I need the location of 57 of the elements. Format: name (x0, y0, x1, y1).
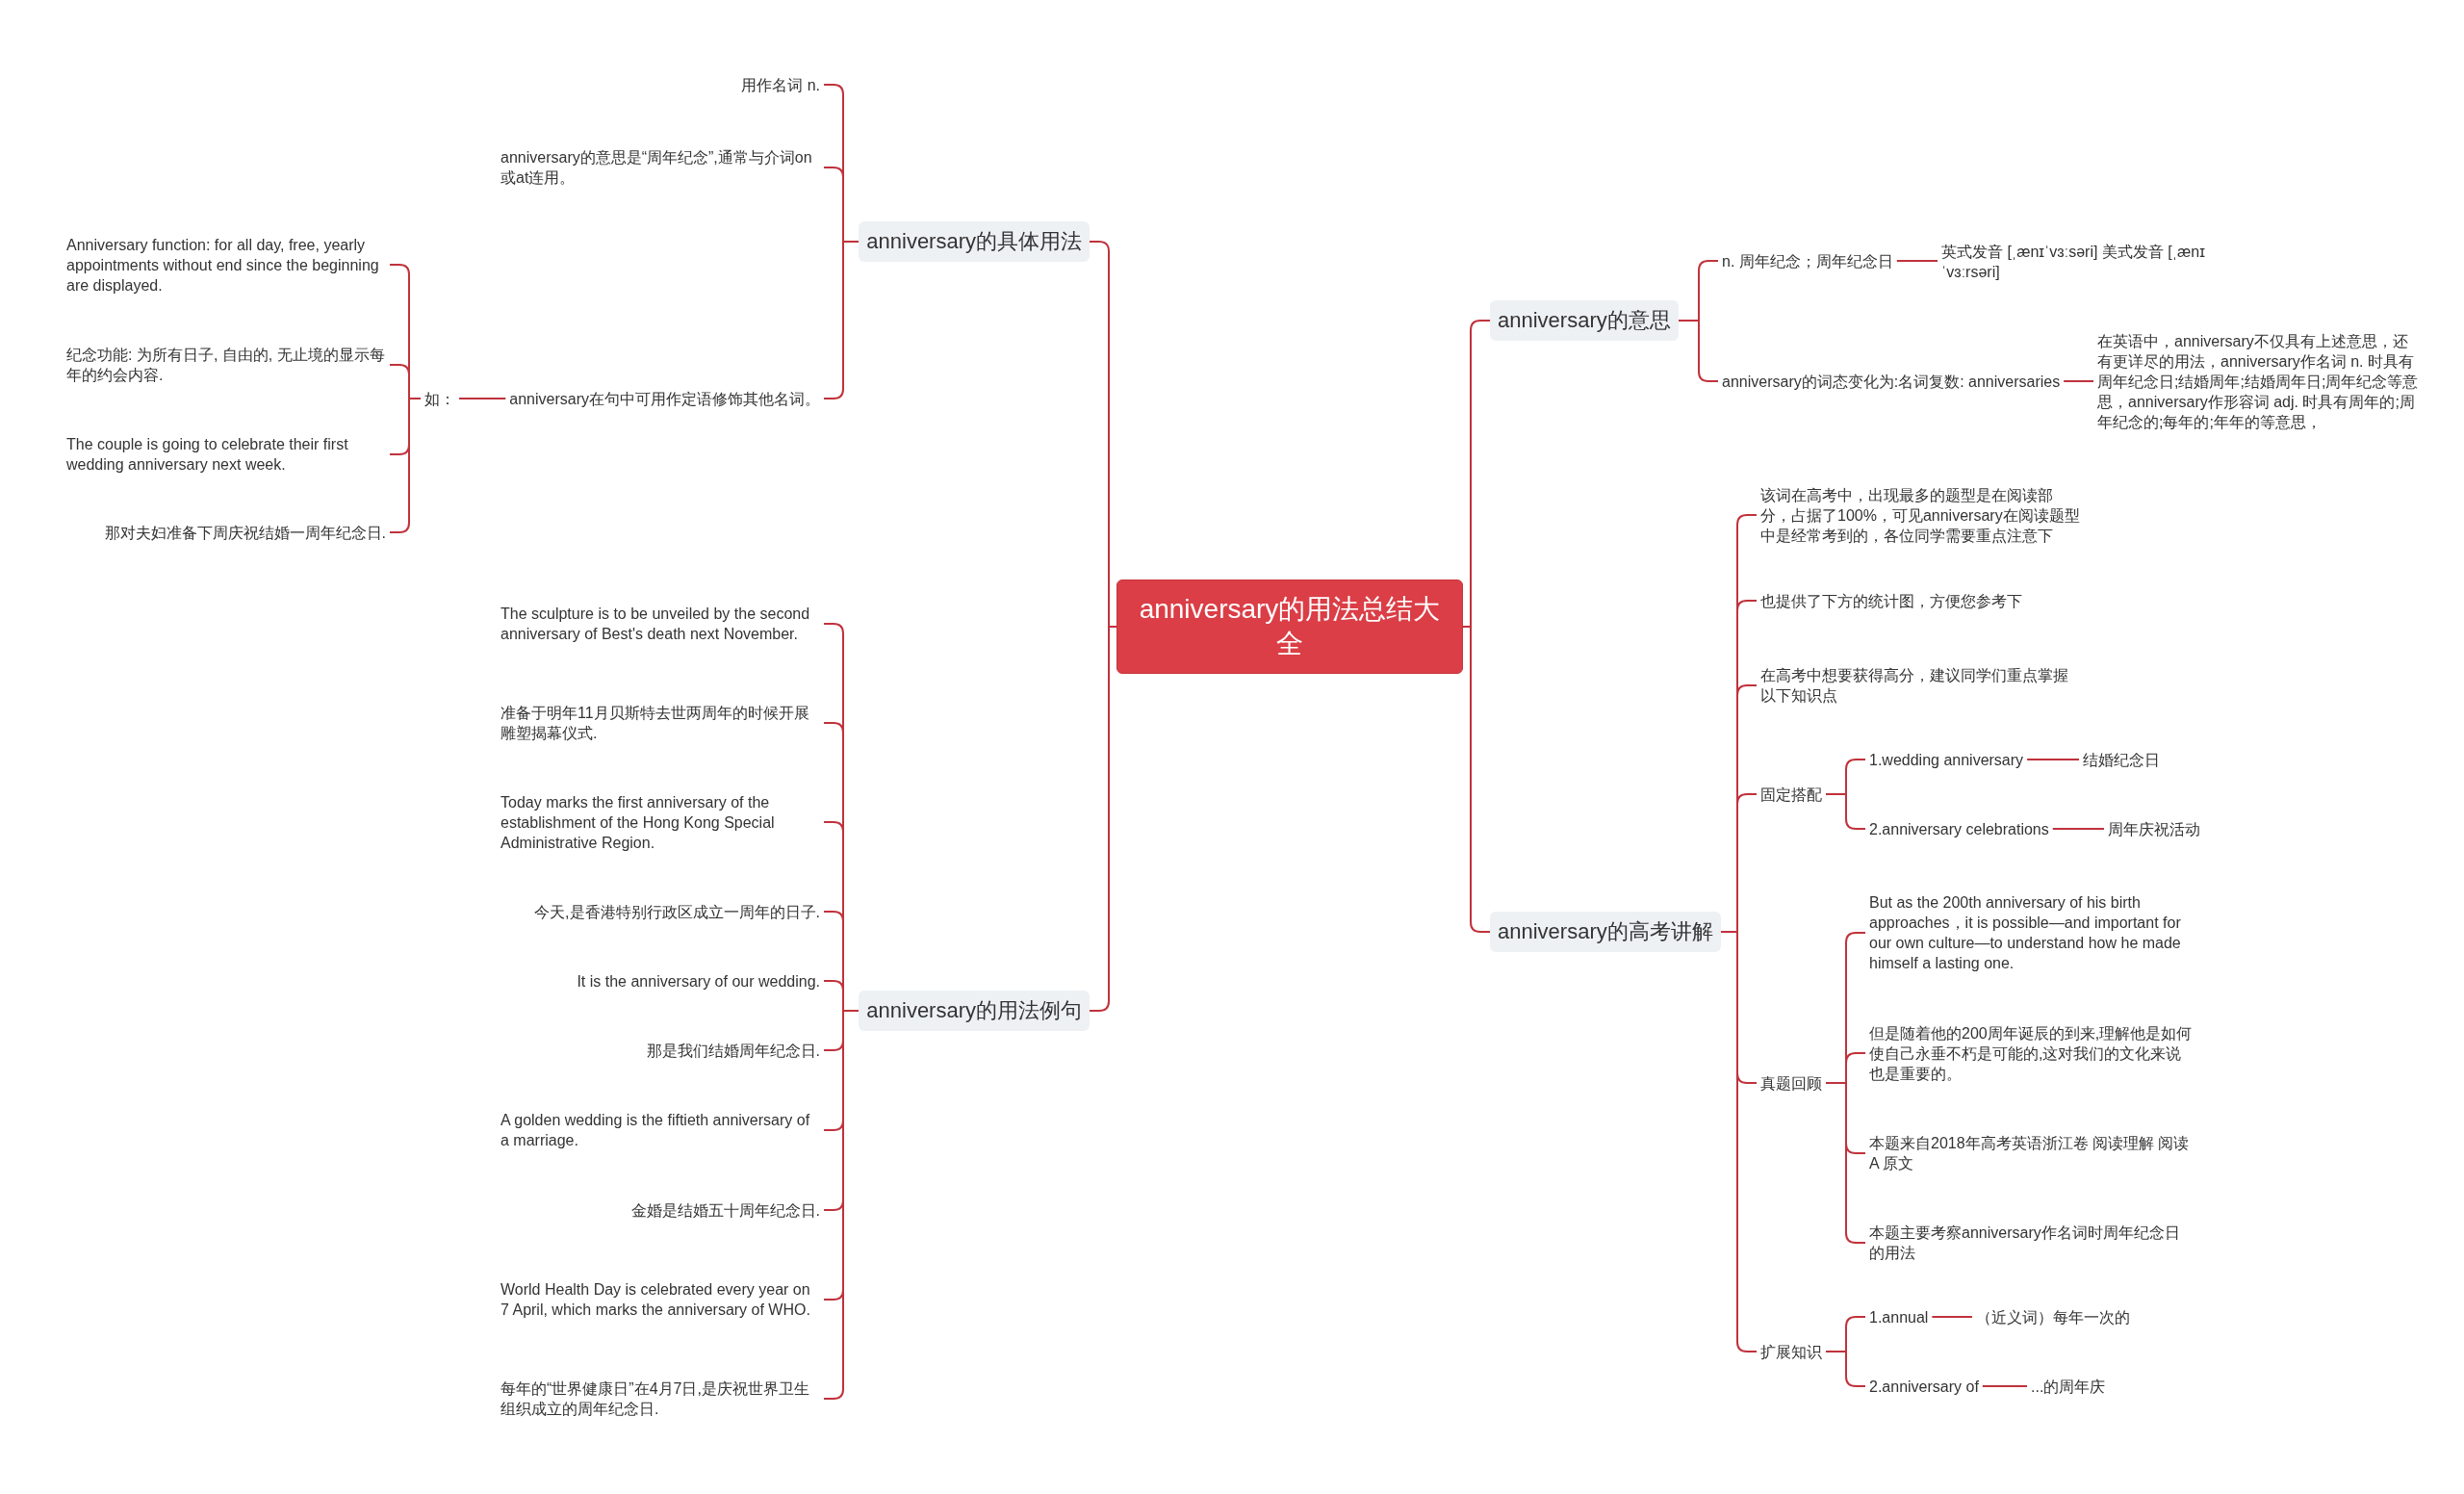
subtopic-text: 扩展知识 (1757, 1341, 1826, 1362)
subtopic-text: 周年庆祝活动 (2104, 818, 2204, 839)
subtopic-text: 每年的“世界健康日”在4月7日,是庆祝世界卫生组织成立的周年纪念日. (497, 1378, 824, 1419)
subtopic-text: 那对夫妇准备下周庆祝结婚一周年纪念日. (100, 522, 390, 543)
subtopic-text: 在英语中，anniversary不仅具有上述意思，还有更详尽的用法，anniversary作名词 n. 时具有周年纪念日;结婚周年;结婚周年日;周年纪念等意思，anniversary作形容词 adj. 时具有周年的;周年纪念的;每年的;年年的等意思， (2093, 330, 2426, 432)
subtopic-text: 今天,是香港特别行政区成立一周年的日子. (530, 901, 824, 922)
subtopic-text: 但是随着他的200周年诞辰的到来,理解他是如何使自己永垂不朽是可能的,这对我们的文化来说也是重要的。 (1865, 1022, 2197, 1084)
connector-line (1677, 320, 1719, 382)
subtopic-text: 1.wedding anniversary (1865, 749, 2028, 770)
subtopic-text: The sculpture is to be unveiled by the second anniversary of Best's death next November. (497, 604, 824, 644)
connector-line (823, 241, 860, 399)
subtopic-text: 也提供了下方的统计图，方便您参考下 (1757, 590, 2026, 611)
subtopic-text: 用作名词 n. (737, 74, 824, 95)
subtopic-text: 结婚纪念日 (2079, 749, 2164, 770)
branch-topic: anniversary的用法例句 (859, 991, 1090, 1031)
connector-line (1825, 793, 1866, 830)
subtopic-text: The couple is going to celebrate their first wedding anniversary next week. (63, 434, 390, 475)
branch-topic: anniversary的具体用法 (859, 221, 1090, 262)
subtopic-text: 本题主要考察anniversary作名词时周年纪念日的用法 (1865, 1223, 2197, 1263)
subtopic-text: ...的周年庆 (2027, 1376, 2110, 1397)
connector-line (2051, 828, 2105, 830)
subtopic-text: anniversary的意思是“周年纪念”,通常与介词on或at连用。 (497, 147, 824, 188)
central-topic: anniversary的用法总结大全 (1116, 580, 1463, 674)
subtopic-text: 2.anniversary celebrations (1865, 818, 2053, 839)
branch-topic: anniversary的高考讲解 (1490, 912, 1721, 952)
subtopic-text: （近义词）每年一次的 (1972, 1306, 2134, 1327)
subtopic-text: 那是我们结婚周年纪念日. (642, 1040, 824, 1061)
connector-line (2063, 380, 2094, 382)
subtopic-text: 在高考中想要获得高分，建议同学们重点掌握以下知识点 (1757, 665, 2084, 706)
subtopic-text: 真题回顾 (1757, 1072, 1826, 1094)
subtopic-text: Today marks the first anniversary of the establishment of the Hong Kong Special Administrative Region. (497, 791, 824, 853)
subtopic-text: 本题来自2018年高考英语浙江卷 阅读理解 阅读A 原文 (1865, 1133, 2197, 1173)
subtopic-text: World Health Day is celebrated every year on 7 April, which marks the anniversary of WHO. (497, 1279, 824, 1320)
connector-line (1981, 1385, 2028, 1387)
subtopic-text: But as the 200th anniversary of his birth approaches，it is possible—and important for our own culture—to understand how he made himself a lasting one. (1865, 892, 2197, 973)
subtopic-text: n. 周年纪念；周年纪念日 (1718, 250, 1897, 271)
connector-line (2026, 759, 2080, 760)
subtopic-text: 准备于明年11月贝斯特去世两周年的时候开展雕塑揭幕仪式. (497, 703, 824, 743)
subtopic-text: 如： (421, 388, 459, 409)
subtopic-text: A golden wedding is the fiftieth anniversary of a marriage. (497, 1110, 824, 1150)
branch-topic: anniversary的意思 (1490, 300, 1679, 341)
subtopic-text: Anniversary function: for all day, free, yearly appointments without end since the beginning are displayed. (63, 234, 390, 296)
connector-line (1931, 1316, 1973, 1318)
subtopic-text: 纪念功能: 为所有日子, 自由的, 无止境的显示每年的约会内容. (63, 345, 390, 385)
subtopic-text: 金婚是结婚五十周年纪念日. (627, 1199, 824, 1221)
connector-line (458, 398, 507, 399)
subtopic-text: anniversary在句中可用作定语修饰其他名词。 (505, 388, 824, 409)
subtopic-text: It is the anniversary of our wedding. (573, 970, 824, 992)
connector-line (1825, 1351, 1866, 1387)
subtopic-text: anniversary的词态变化为:名词复数: anniversaries (1718, 371, 2065, 392)
subtopic-text: 该词在高考中，出现最多的题型是在阅读部分，占据了100%，可见anniversary在阅读题型中是经常考到的，各位同学需要重点注意下 (1757, 484, 2084, 546)
connector-line (1462, 626, 1491, 933)
subtopic-text: 2.anniversary of (1865, 1376, 1983, 1397)
subtopic-text: 1.annual (1865, 1306, 1933, 1327)
subtopic-text: 英式发音 [ˌænɪˈvɜːsəri] 美式发音 [ˌænɪˈvɜːrsəri] (1938, 242, 2265, 282)
connector-line (1895, 260, 1938, 262)
subtopic-text: 固定搭配 (1757, 784, 1826, 805)
